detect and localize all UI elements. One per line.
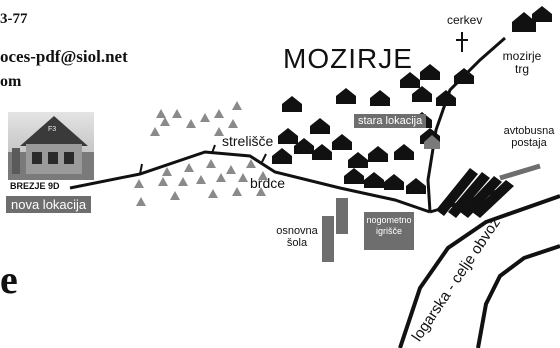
label-football-field-line2: igrišče (375, 225, 402, 236)
label-church: cerkev (447, 13, 483, 27)
label-old-location: stara lokacija (354, 114, 427, 128)
bypass-road-outer (398, 194, 560, 348)
label-school: osnovna šola (274, 225, 320, 249)
striped-area (436, 168, 514, 218)
label-bus-station-line1: avtobusna (503, 125, 555, 137)
label-football-field: nogometno igrišče (364, 212, 414, 250)
label-mozirje-trg-line2: trg (514, 61, 529, 76)
house-photo: F3 (8, 112, 94, 180)
school-building-2 (336, 198, 348, 234)
header-email: oces-pdf@siol.net (0, 47, 128, 66)
label-bus-station: avtobusna postaja (500, 125, 558, 149)
header-line-3: om (0, 73, 22, 90)
label-shooting-range: strelišče (222, 133, 274, 149)
label-school-line1: osnovna (276, 225, 318, 237)
label-school-line2: šola (286, 236, 308, 249)
road-bump (139, 144, 267, 175)
label-mozirje-trg-line1: mozirje (502, 49, 542, 63)
bypass-road-inner (476, 244, 560, 348)
bus-station-marker (499, 163, 541, 181)
old-location-houses (424, 135, 440, 149)
label-new-location: nova lokacija (6, 196, 92, 213)
town-name: MOZIRJE (283, 43, 413, 74)
north-road (426, 36, 506, 213)
label-brezje: BREZJE 9D (10, 181, 60, 191)
buildings (272, 6, 552, 194)
school-building (322, 216, 334, 262)
label-brdce: brdce (250, 175, 286, 191)
trees (134, 101, 268, 206)
main-road (69, 150, 431, 214)
house-photo-drawing (8, 116, 94, 180)
large-char: e (0, 257, 18, 302)
header-line-1: 3-77 (0, 11, 28, 27)
label-bus-station-line2: postaja (511, 136, 547, 149)
label-mozirje-trg: mozirje trg (494, 50, 550, 75)
house-sign: F3 (48, 126, 57, 133)
church-icon (456, 32, 468, 52)
label-football-field-line1: nogometno (366, 215, 412, 225)
